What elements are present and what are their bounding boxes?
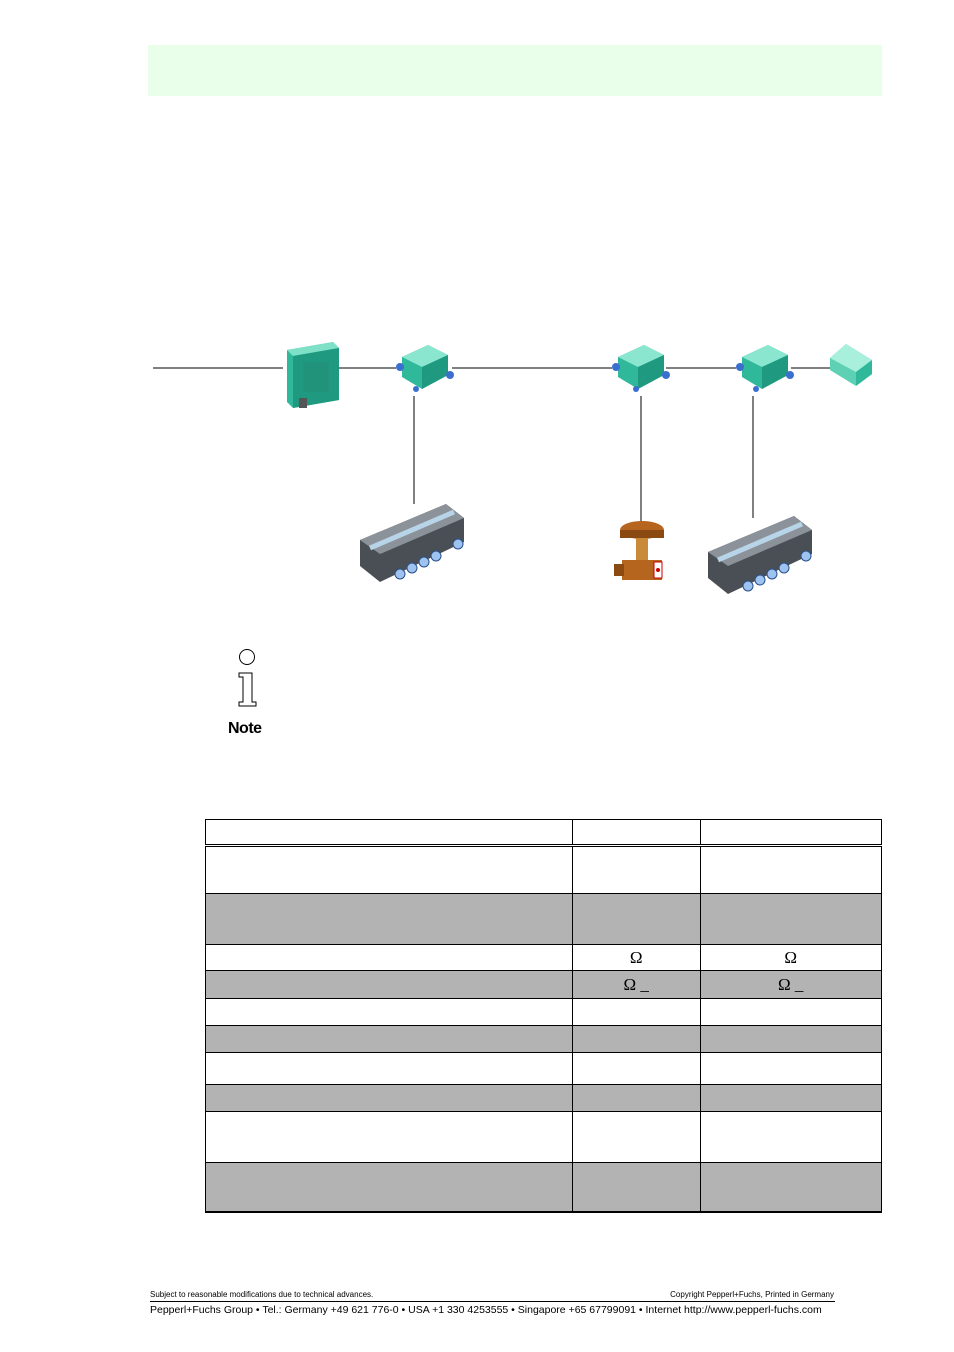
terminator-device xyxy=(830,344,872,386)
table-cell xyxy=(571,845,701,894)
table-cell xyxy=(699,1052,882,1085)
table-row: Ω _ Ω _ xyxy=(205,970,882,999)
table-cell: Ω xyxy=(699,944,882,971)
footer-copyright: Copyright Pepperl+Fuchs, Printed in Germ… xyxy=(670,1290,834,1299)
table-cell xyxy=(205,893,573,945)
table-cell xyxy=(699,893,882,945)
table-cell xyxy=(571,893,701,945)
table-cell xyxy=(571,1052,701,1085)
table-cell xyxy=(699,819,882,847)
fieldbus-topology-diagram xyxy=(153,342,872,594)
table-row xyxy=(205,1025,882,1053)
table-cell xyxy=(205,1162,573,1213)
header-band xyxy=(148,45,882,96)
table-row xyxy=(205,1162,882,1213)
table-cell xyxy=(571,819,701,847)
table-cell xyxy=(571,1162,701,1213)
junction-box-1 xyxy=(396,345,454,392)
table-row xyxy=(205,845,882,894)
table-cell xyxy=(571,1084,701,1112)
field-io-module-1 xyxy=(360,504,464,582)
table-row xyxy=(205,1111,882,1163)
table-cell xyxy=(699,845,882,894)
table-cell xyxy=(699,1084,882,1112)
power-supply-device xyxy=(287,342,339,408)
table-cell xyxy=(205,998,573,1026)
table-cell xyxy=(699,1162,882,1213)
table-row xyxy=(205,1084,882,1112)
note-label: Note xyxy=(228,720,262,737)
table-cell xyxy=(205,1052,573,1085)
table-cell xyxy=(205,944,573,971)
junction-box-2 xyxy=(612,345,670,392)
control-valve-device xyxy=(614,521,664,580)
info-icon xyxy=(238,649,257,707)
table-row xyxy=(205,998,882,1026)
field-io-module-2 xyxy=(708,516,812,594)
table-row xyxy=(205,1052,882,1085)
table-row xyxy=(205,819,882,847)
table-cell xyxy=(205,1111,573,1163)
table-cell xyxy=(205,845,573,894)
table-cell xyxy=(699,1025,882,1053)
table-row xyxy=(205,893,882,945)
table-cell xyxy=(205,1025,573,1053)
table-cell xyxy=(205,819,573,847)
note-block: Note xyxy=(222,648,278,744)
footer-disclaimer: Subject to reasonable modifications due … xyxy=(150,1290,374,1299)
table-cell xyxy=(205,970,573,999)
table-cell xyxy=(571,1025,701,1053)
footer-contact: Pepperl+Fuchs Group • Tel.: Germany +49 … xyxy=(150,1304,822,1316)
table-cell xyxy=(699,1111,882,1163)
spur-lines xyxy=(413,396,754,522)
table-cell: Ω xyxy=(571,944,701,971)
junction-box-3 xyxy=(736,345,794,392)
table-cell: Ω _ xyxy=(699,970,882,999)
table-cell xyxy=(571,1111,701,1163)
table-cell xyxy=(699,998,882,1026)
table-cell: Ω _ xyxy=(571,970,701,999)
specification-table: Ω Ω Ω _ Ω _ xyxy=(205,819,882,1213)
footer-divider xyxy=(150,1301,835,1302)
table-cell xyxy=(571,998,701,1026)
table-cell xyxy=(205,1084,573,1112)
table-row: Ω Ω xyxy=(205,944,882,971)
